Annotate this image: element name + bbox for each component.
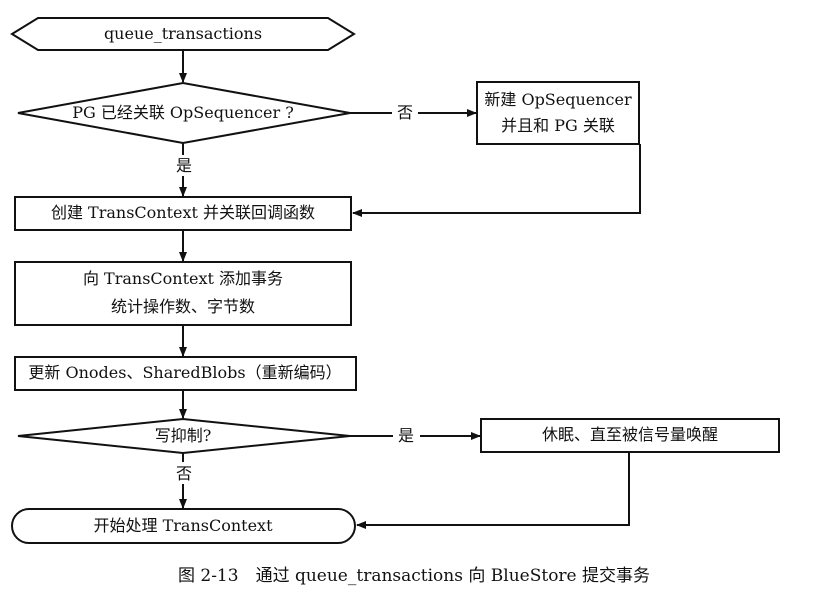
create-transcontext-box: [14, 196, 352, 231]
add-transaction-line2: 统计操作数、字节数: [110, 297, 256, 316]
end-node-shape: [11, 508, 356, 544]
start-node-shape: [10, 17, 356, 51]
decision-pg-label: PG 已经关联 OpSequencer ?: [72, 103, 294, 122]
sleep-box: [480, 418, 780, 453]
update-onodes-label: 更新 Onodes、SharedBlobs（重新编码）: [28, 363, 342, 382]
arrow-sleep-to-end: [356, 452, 630, 529]
update-onodes-box: [14, 356, 357, 391]
no-label-2: 否: [175, 464, 193, 483]
start-node-label: queue_transactions: [103, 24, 263, 43]
new-opsequencer-line2: 并且和 PG 关联: [501, 116, 615, 135]
sleep-label: 休眠、直至被信号量唤醒: [541, 425, 719, 444]
new-opsequencer-line1: 新建 OpSequencer: [484, 90, 632, 109]
figure-caption: 图 2-13 通过 queue_transactions 向 BlueStore…: [177, 566, 651, 586]
no-label-1: 否: [396, 103, 414, 122]
yes-label-1: 是: [175, 156, 193, 175]
end-node-label: 开始处理 TransContext: [93, 516, 273, 535]
yes-label-2: 是: [397, 426, 415, 445]
add-transaction-line1: 向 TransContext 添加事务: [82, 269, 284, 288]
new-opsequencer-box: [476, 81, 640, 145]
arrow-new-opseq-to-create: [352, 144, 641, 217]
decision-throttle-label: 写抑制?: [154, 426, 212, 445]
create-transcontext-label: 创建 TransContext 并关联回调函数: [50, 203, 316, 222]
